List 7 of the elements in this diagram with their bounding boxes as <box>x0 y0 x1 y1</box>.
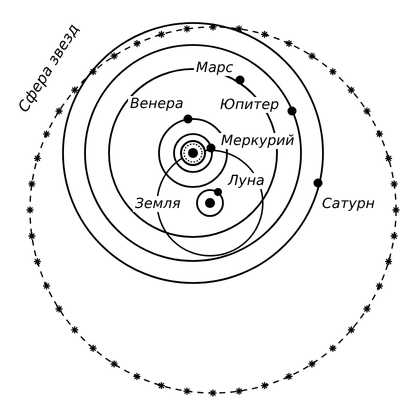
moon-label: Луна <box>226 173 267 189</box>
earth-label: Земля <box>133 196 183 212</box>
planet-label: Меркурий <box>219 133 296 149</box>
planet-label: Венера <box>128 96 186 112</box>
planet-label: Сатурн <box>320 196 377 212</box>
planet-label: Марс <box>194 60 236 76</box>
planet-label: Юпитер <box>218 97 282 113</box>
